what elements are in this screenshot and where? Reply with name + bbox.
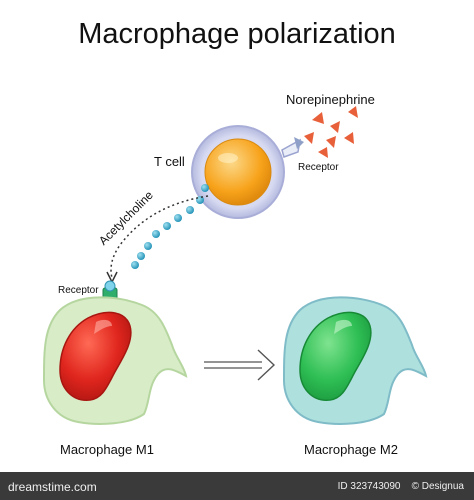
t-cell-receptor-label: Receptor: [298, 162, 339, 173]
footer-bar: dreamstime.com ID 323743090 © Designua: [0, 472, 474, 500]
macrophage-m1-label: Macrophage M1: [60, 442, 154, 457]
norepinephrine-molecule: [304, 132, 314, 144]
norepinephrine-molecules: [304, 106, 358, 158]
t-cell-label: T cell: [154, 154, 185, 169]
t-cell: [191, 125, 285, 219]
t-cell-highlight: [218, 153, 238, 163]
macrophage-m2: [282, 296, 428, 425]
acetylcholine-vesicle: [137, 252, 145, 260]
m1-nucleus: [59, 311, 132, 401]
polarization-arrow: [204, 349, 276, 381]
m2-nucleus: [299, 311, 372, 401]
acetylcholine-vesicle: [144, 242, 152, 250]
t-cell-nucleus: [204, 138, 272, 206]
acetylcholine-vesicle: [196, 196, 204, 204]
footer-credit: © Designua: [411, 481, 464, 492]
footer-credits: ID 323743090 © Designua: [338, 481, 464, 492]
norepinephrine-molecule: [330, 121, 340, 133]
norepinephrine-molecule: [348, 106, 358, 118]
m2-highlight: [334, 319, 352, 334]
norepinephrine-molecule: [344, 132, 354, 144]
acetylcholine-vesicle: [163, 222, 171, 230]
acetylcholine-vesicle: [201, 184, 209, 192]
norepinephrine-label: Norepinephrine: [286, 92, 375, 107]
acetylcholine-vesicles: [131, 184, 209, 269]
macrophage-m1: [42, 296, 188, 425]
t-cell-receptor: [281, 137, 304, 158]
macrophage-m2-label: Macrophage M2: [304, 442, 398, 457]
norepinephrine-molecule: [318, 147, 328, 158]
acetylcholine-vesicle: [174, 214, 182, 222]
diagram-title: Macrophage polarization: [78, 18, 396, 50]
norepinephrine-molecule: [326, 136, 336, 148]
acetylcholine-vesicle: [186, 206, 194, 214]
acetylcholine-vesicle: [131, 261, 139, 269]
footer-brand: dreamstime.com: [8, 480, 97, 494]
m1-highlight: [94, 319, 112, 334]
macrophage-receptor-label: Receptor: [58, 285, 99, 296]
norepinephrine-molecule: [312, 112, 324, 124]
acetylcholine-vesicle: [152, 230, 160, 238]
footer-id: ID 323743090: [337, 481, 401, 492]
